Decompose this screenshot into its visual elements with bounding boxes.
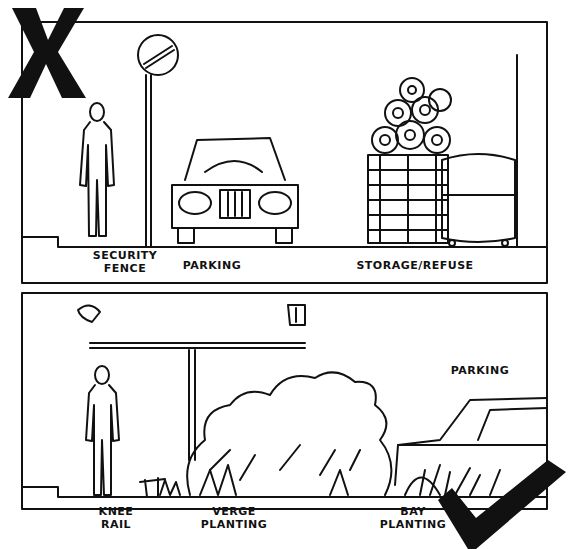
check-mark bbox=[438, 460, 566, 549]
refuse-bin bbox=[442, 154, 515, 246]
panel-frame bbox=[22, 293, 547, 509]
part-label: VERGE PLANTING bbox=[196, 505, 272, 531]
part-label: STORAGE/REFUSE bbox=[345, 259, 485, 272]
person-figure bbox=[86, 366, 119, 495]
verge-planting bbox=[160, 372, 391, 495]
part-label: PARKING bbox=[440, 364, 520, 377]
person-figure bbox=[80, 103, 114, 236]
bay-planting bbox=[420, 465, 500, 495]
car-front bbox=[172, 138, 298, 243]
part-label: KNEE RAIL bbox=[92, 505, 140, 531]
wrong-mark bbox=[8, 8, 86, 98]
stored-rolls bbox=[372, 78, 451, 153]
part-label: BAY PLANTING bbox=[378, 505, 448, 531]
pallet-stack bbox=[368, 155, 448, 243]
wall-edge bbox=[516, 55, 518, 247]
part-label: SECURITY FENCE bbox=[90, 249, 160, 275]
street-lamp bbox=[78, 305, 305, 460]
panel-frame bbox=[22, 22, 547, 283]
part-label: PARKING bbox=[176, 259, 248, 272]
